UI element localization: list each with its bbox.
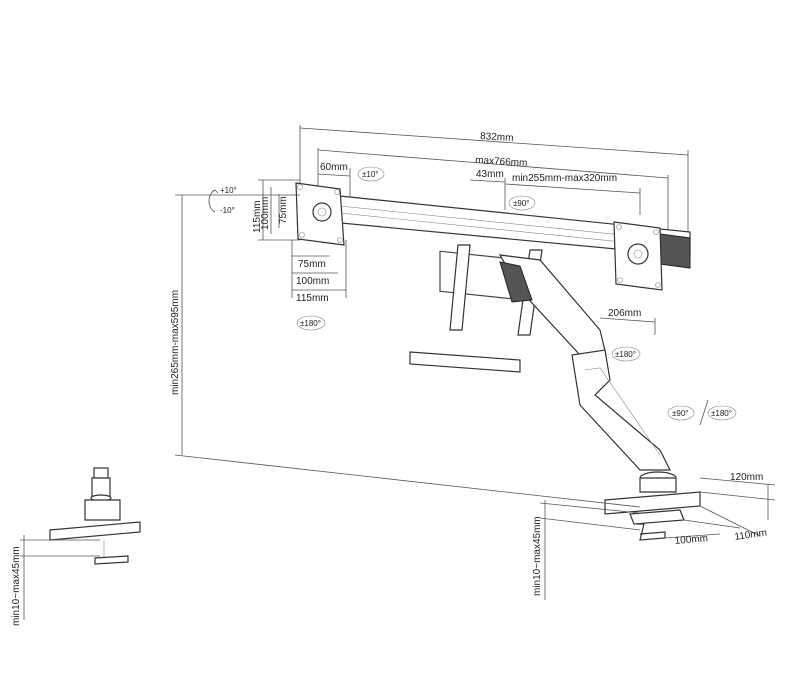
vesa-100-vertical-label: 100mm [260, 197, 271, 230]
panel-rotate-label: ±180° [300, 319, 321, 328]
plate-offset-label: 60mm [320, 162, 348, 173]
vesa-100-horizontal-label: 100mm [296, 276, 329, 287]
arm-offset-label: 206mm [608, 308, 641, 319]
max-span-label: max766mm [475, 155, 528, 169]
base-width-label: 120mm [730, 472, 763, 483]
height-range-label: min265mm-max595mm [170, 290, 181, 395]
right-vesa-plate [613, 221, 663, 291]
desk-thickness-left-dimension [20, 535, 100, 620]
center-rotate-label: ±90° [513, 199, 530, 208]
vesa-115-vertical-label: 115mm [252, 200, 263, 233]
vesa-dimension-lines [258, 179, 347, 298]
base-dimensions [664, 477, 776, 539]
clamp-detail [49, 467, 141, 565]
badge-separator [699, 399, 709, 426]
tilt-badge: ±10° [357, 166, 385, 182]
support-arm [498, 254, 671, 471]
base-tilt-label: ±90° [672, 409, 689, 418]
vesa-115-horizontal-label: 115mm [296, 293, 329, 304]
desk-thickness-center-dimension [539, 500, 641, 600]
desk-thickness-center-label: min10~max45mm [532, 516, 543, 596]
arm-offset-dimension [599, 317, 656, 335]
clamp-depth-label: 100mm [674, 533, 708, 547]
overall-width-label: 832mm [480, 131, 514, 144]
tilt-up-label: +10° [220, 186, 237, 195]
top-dimension-lines [299, 125, 689, 245]
base-rotate-badge: ±180° [707, 405, 737, 421]
clamp-length-label: 110mm [734, 528, 768, 543]
center-gap-label: 43mm [476, 169, 504, 180]
tilt-arrows-icon [208, 189, 219, 213]
desk-clamp [604, 471, 701, 541]
desk-thickness-left-label: min10~max45mm [11, 546, 22, 626]
base-rotate-label: ±180° [711, 409, 732, 418]
left-vesa-plate [295, 182, 345, 246]
joint-rotate-label: ±180° [615, 350, 636, 359]
tilt-badge-label: ±10° [362, 170, 379, 179]
base-tilt-badge: ±90° [667, 405, 695, 421]
height-dimension [174, 194, 641, 508]
panel-rotate-badge: ±180° [296, 315, 326, 331]
tilt-down-label: -10° [220, 206, 235, 215]
center-rotate-badge: ±90° [508, 195, 536, 211]
vesa-75-horizontal-label: 75mm [298, 259, 326, 270]
extension-range-label: min255mm-max320mm [512, 173, 617, 184]
joint-rotate-badge: ±180° [611, 346, 641, 362]
vesa-75-vertical-label: 75mm [278, 196, 289, 224]
